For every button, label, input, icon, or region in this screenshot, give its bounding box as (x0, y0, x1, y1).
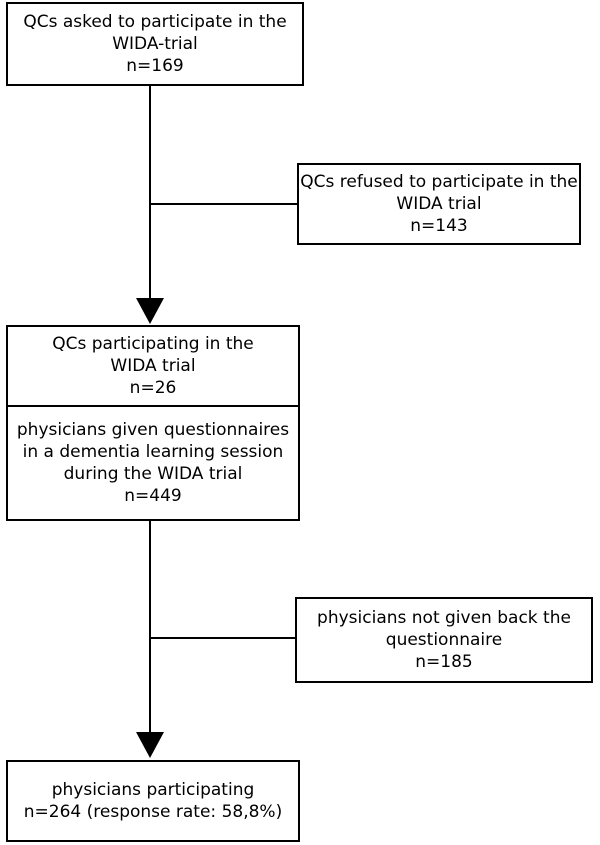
box-qcs-refused-line1: QCs refused to participate in the (300, 172, 578, 192)
box-physicians-not-returned: physicians not given back the questionna… (295, 597, 593, 683)
box-qcs-asked-count: n=169 (126, 56, 184, 76)
box-qcs-participating-count: n=26 (129, 378, 177, 398)
box-qcs-participating: QCs participating in the WIDA trial n=26 (6, 325, 300, 407)
box-physicians-participating-count: n=264 (response rate: 58,8%) (23, 802, 283, 822)
box-qcs-refused-line2: WIDA trial (396, 194, 482, 214)
box-not-returned-count: n=185 (415, 652, 473, 672)
box-qcs-asked-line1: QCs asked to participate in the (23, 12, 287, 32)
box-physicians-given-line1: physicians given questionnaires (16, 420, 290, 440)
box-physicians-given-line2: in a dementia learning session (22, 442, 284, 462)
box-not-returned-line1: physicians not given back the (317, 608, 571, 628)
box-physicians-participating: physicians participating n=264 (response… (6, 760, 300, 842)
box-physicians-participating-line1: physicians participating (51, 780, 255, 800)
box-physicians-given-count: n=449 (124, 486, 182, 506)
box-physicians-given-line3: during the WIDA trial (63, 464, 243, 484)
box-not-returned-line2: questionnaire (385, 630, 503, 650)
box-qcs-refused: QCs refused to participate in the WIDA t… (297, 163, 581, 245)
box-qcs-asked: QCs asked to participate in the WIDA-tri… (6, 2, 304, 86)
box-qcs-refused-count: n=143 (410, 216, 468, 236)
arrow-head-to-participating (136, 298, 164, 324)
arrow-head-to-final (136, 732, 164, 758)
box-qcs-participating-line2: WIDA trial (110, 356, 196, 376)
box-qcs-participating-line1: QCs participating in the (52, 334, 254, 354)
box-qcs-asked-line2: WIDA-trial (112, 34, 198, 54)
box-physicians-given: physicians given questionnaires in a dem… (6, 405, 300, 521)
